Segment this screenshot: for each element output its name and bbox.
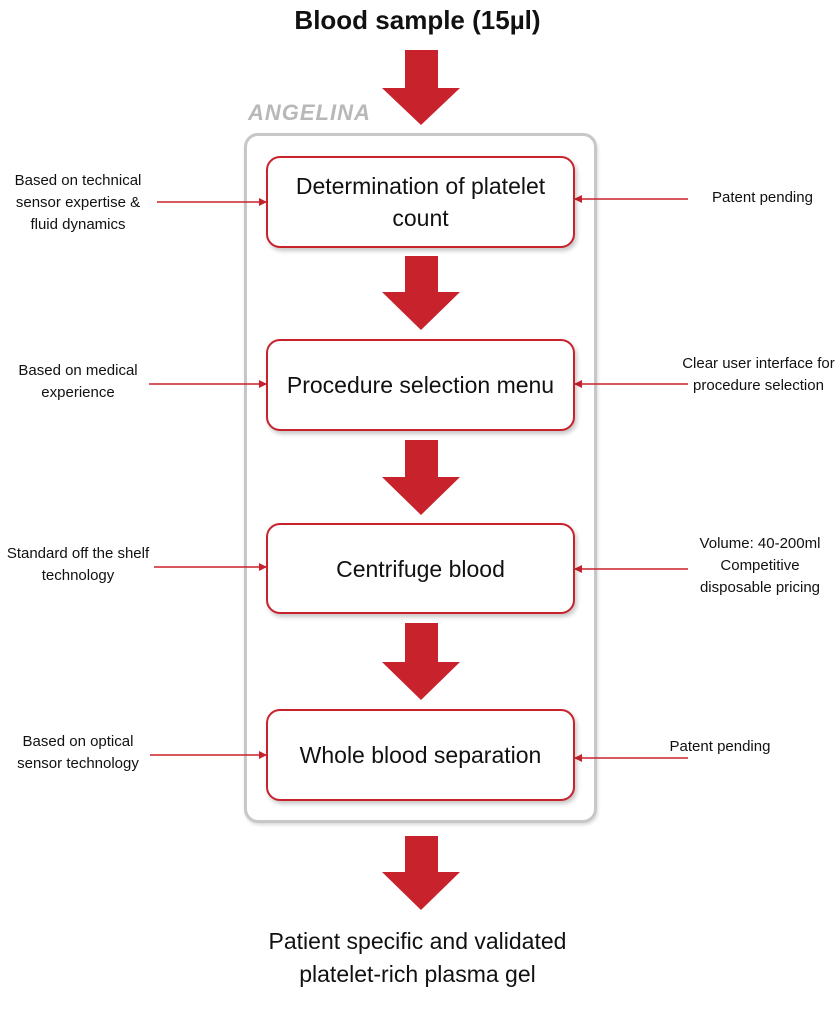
left-note-2: Based on medical experience xyxy=(18,362,138,401)
angelina-container xyxy=(244,133,597,823)
input-label: Blood sample (15µl) xyxy=(294,5,541,35)
left-note-4: Based on optical sensor technology xyxy=(17,733,139,772)
down-arrow-icon xyxy=(382,836,460,910)
down-arrow-icon xyxy=(382,50,460,125)
step-blood-separation: Whole blood separation xyxy=(266,709,575,801)
output-label: Patient specific and validated platelet-… xyxy=(0,925,835,991)
down-arrow-icon xyxy=(382,256,460,330)
down-arrow-icon xyxy=(382,440,460,515)
right-note-1: Patent pending xyxy=(712,189,813,206)
down-arrow-icon xyxy=(382,623,460,700)
container-label: ANGELINA xyxy=(248,100,371,125)
step-centrifuge: Centrifuge blood xyxy=(266,523,575,614)
output-label-text: Patient specific and validated platelet-… xyxy=(268,928,567,987)
left-note-3: Standard off the shelf technology xyxy=(6,545,150,584)
step-procedure-selection: Procedure selection menu xyxy=(266,339,575,431)
right-note-3: Volume: 40-200ml Competitive disposable … xyxy=(699,535,821,596)
step-platelet-count: Determination of platelet count xyxy=(266,156,575,248)
left-note-1: Based on technical sensor expertise & fl… xyxy=(14,172,142,233)
right-note-4: Patent pending xyxy=(669,738,771,755)
right-note-2: Clear user interface for procedure selec… xyxy=(682,355,835,394)
